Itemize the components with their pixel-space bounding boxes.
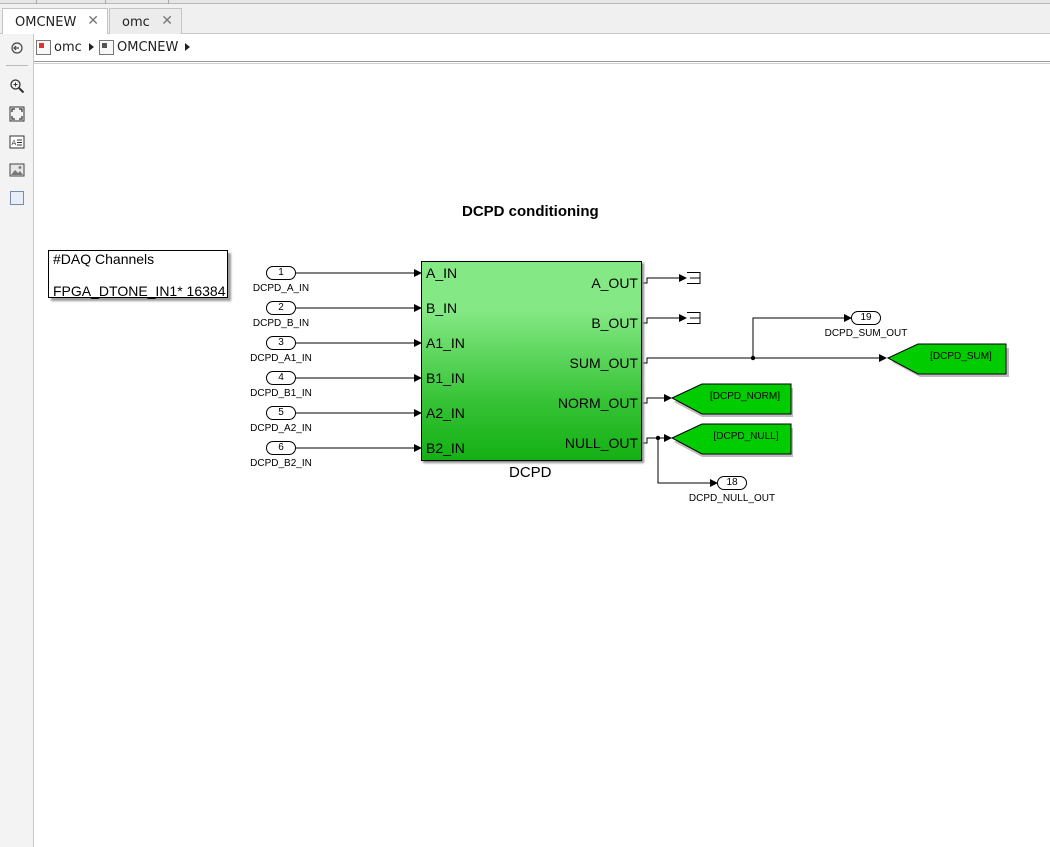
subsystem-output-port: SUM_OUT	[569, 355, 638, 371]
tab-omc[interactable]: omc ✕	[109, 8, 182, 35]
inport-block[interactable]: 1	[266, 266, 296, 280]
close-icon[interactable]: ✕	[161, 13, 173, 29]
goto-tag: [DCPD_NORM]	[709, 391, 780, 402]
inport-name: DCPD_A2_IN	[250, 423, 312, 434]
terminator-block[interactable]	[687, 272, 701, 284]
outport-name: DCPD_SUM_OUT	[824, 328, 908, 339]
goto-shape	[671, 383, 793, 417]
signal-line[interactable]	[642, 314, 687, 324]
subsystem-output-port: NORM_OUT	[557, 395, 638, 411]
model-icon	[36, 39, 51, 55]
tab-omcnew[interactable]: OMCNEW ✕	[2, 8, 108, 36]
subsystem-icon	[99, 39, 114, 55]
signal-line[interactable]	[642, 354, 887, 364]
daq-channels-note[interactable]: #DAQ Channels FPGA_DTONE_IN1* 16384	[48, 250, 228, 299]
subsystem-output-port: A_OUT	[591, 275, 638, 291]
inport-name: DCPD_B2_IN	[250, 458, 312, 469]
inport-name: DCPD_B_IN	[252, 318, 310, 329]
zoom-icon[interactable]	[9, 78, 25, 94]
diagram-title: DCPD conditioning	[462, 203, 599, 220]
goto-shape	[887, 343, 1009, 377]
outport-block[interactable]: 18	[717, 476, 747, 490]
annotation-icon[interactable]: A	[9, 134, 25, 150]
inport-block[interactable]: 3	[266, 336, 296, 350]
inport-name: DCPD_B1_IN	[250, 388, 312, 399]
area-icon[interactable]	[9, 190, 25, 206]
subsystem-input-port: B1_IN	[426, 370, 465, 386]
toolbar-divider	[6, 65, 28, 66]
breadcrumb-item-omc[interactable]: omc	[36, 39, 94, 55]
hide-explorer-icon[interactable]	[9, 40, 25, 56]
inport-block[interactable]: 2	[266, 301, 296, 315]
strip-separator	[36, 0, 37, 4]
subsystem-input-port: B_IN	[426, 300, 458, 316]
subsystem-input-port: A_IN	[426, 265, 458, 281]
signal-line[interactable]	[752, 314, 852, 358]
left-toolbar: A	[0, 34, 34, 847]
breadcrumb-item-omcnew[interactable]: OMCNEW	[99, 39, 191, 55]
inport-block[interactable]: 6	[266, 441, 296, 455]
window-top-strip	[0, 0, 1050, 4]
signal-line[interactable]	[657, 438, 718, 487]
subsystem-name: DCPD	[509, 464, 552, 481]
inport-name: DCPD_A_IN	[252, 283, 310, 294]
inport-block[interactable]: 5	[266, 406, 296, 420]
terminator-block[interactable]	[687, 312, 701, 324]
fit-to-view-icon[interactable]	[9, 106, 25, 122]
branch-point	[750, 355, 756, 361]
signal-line[interactable]	[642, 394, 672, 404]
breadcrumb-label: OMCNEW	[117, 39, 179, 55]
breadcrumb-label: omc	[54, 39, 82, 55]
subsystem-output-port: B_OUT	[591, 315, 638, 331]
signal-line[interactable]	[642, 274, 687, 284]
tab-label: omc	[122, 14, 150, 30]
goto-tag: [DCPD_NULL]	[713, 431, 779, 442]
goto-tag: [DCPD_SUM]	[930, 351, 992, 362]
goto-block-dcpd-sum[interactable]: [DCPD_SUM]	[887, 343, 1009, 377]
subsystem-input-port: A2_IN	[426, 405, 465, 421]
branch-point	[655, 435, 661, 441]
dcpd-subsystem-block[interactable]: A_IN B_IN A1_IN B1_IN A2_IN B2_IN A_OUT …	[421, 261, 642, 461]
chevron-right-icon[interactable]	[88, 43, 94, 51]
strip-separator	[105, 0, 106, 4]
close-icon[interactable]: ✕	[87, 13, 99, 29]
note-line: #DAQ Channels	[53, 251, 155, 267]
chevron-right-icon[interactable]	[185, 43, 191, 51]
subsystem-input-port: B2_IN	[426, 440, 465, 456]
goto-shape	[671, 423, 793, 457]
note-line: FPGA_DTONE_IN1* 16384	[53, 283, 226, 299]
breadcrumb: omc OMCNEW	[34, 34, 1050, 64]
inport-name: DCPD_A1_IN	[250, 353, 312, 364]
svg-text:A: A	[12, 139, 17, 147]
outport-block[interactable]: 19	[851, 311, 881, 325]
image-icon[interactable]	[9, 162, 25, 178]
tab-bar: OMCNEW ✕ omc ✕	[0, 4, 1050, 36]
goto-block-dcpd-norm[interactable]: [DCPD_NORM]	[671, 383, 793, 417]
strip-separator	[168, 0, 169, 4]
subsystem-output-port: NULL_OUT	[564, 435, 638, 451]
outport-name: DCPD_NULL_OUT	[688, 493, 776, 504]
inport-block[interactable]: 4	[266, 371, 296, 385]
subsystem-input-port: A1_IN	[426, 335, 465, 351]
tab-label: OMCNEW	[15, 15, 77, 30]
goto-block-dcpd-null[interactable]: [DCPD_NULL]	[671, 423, 793, 457]
